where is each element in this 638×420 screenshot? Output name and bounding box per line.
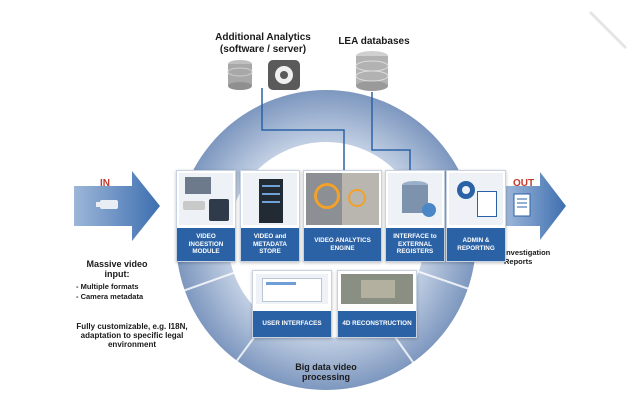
- video-ingestion-label: VIDEO INGESTION MODULE: [177, 228, 235, 261]
- admin-image: [449, 173, 503, 225]
- video-analytics-engine-label: VIDEO ANALYTICS ENGINE: [304, 228, 381, 261]
- user-interfaces-label: USER INTERFACES: [253, 311, 331, 337]
- module-4d-reconstruction: 4D RECONSTRUCTION: [337, 270, 417, 338]
- module-video-ingestion: VIDEO INGESTION MODULE: [176, 170, 236, 262]
- lea-databases-label: LEA databases: [338, 36, 410, 47]
- module-video-analytics-engine: VIDEO ANALYTICS ENGINE: [303, 170, 382, 262]
- server-image: [243, 173, 297, 225]
- module-user-interfaces: USER INTERFACES: [252, 270, 332, 338]
- in-label: IN: [100, 178, 110, 189]
- report-icon: [513, 193, 531, 217]
- input-bullet-metadata: - Camera metadata: [76, 292, 144, 301]
- input-title: Massive video input:: [86, 259, 148, 280]
- analytics-database-icon: [227, 60, 253, 90]
- 4d-reconstruction-label: 4D RECONSTRUCTION: [338, 311, 416, 337]
- registers-image: [388, 173, 442, 225]
- reconstruction-image: [341, 274, 413, 304]
- output-title: Investigation Reports: [504, 248, 551, 266]
- input-bullet-formats: - Multiple formats: [76, 282, 139, 291]
- out-label: OUT: [513, 178, 535, 189]
- video-metadata-store-label: VIDEO and METADATA STORE: [241, 228, 299, 261]
- video-ingestion-image: [179, 173, 233, 225]
- analytics-engine-image: [306, 173, 379, 225]
- big-data-label: Big data video processing: [295, 362, 357, 383]
- admin-reporting-label: ADMIN & REPORTING: [447, 228, 505, 261]
- module-interface-external-registers: INTERFACE to EXTERNAL REGISTERS: [385, 170, 445, 262]
- camera-icon: [96, 200, 118, 209]
- connector-lines: [261, 88, 411, 176]
- module-video-metadata-store: VIDEO and METADATA STORE: [240, 170, 300, 262]
- gear-icon: [268, 60, 300, 90]
- user-interfaces-image: [256, 274, 328, 304]
- additional-analytics-label: Additional Analytics (software / server): [215, 32, 311, 55]
- out-arrow: [506, 172, 566, 240]
- corner-fold: [588, 10, 628, 50]
- interface-external-registers-label: INTERFACE to EXTERNAL REGISTERS: [386, 228, 444, 261]
- lea-database-icon: [355, 51, 389, 91]
- customization-note: Fully customizable, e.g. I18N, adaptatio…: [76, 322, 188, 350]
- module-admin-reporting: ADMIN & REPORTING: [446, 170, 506, 262]
